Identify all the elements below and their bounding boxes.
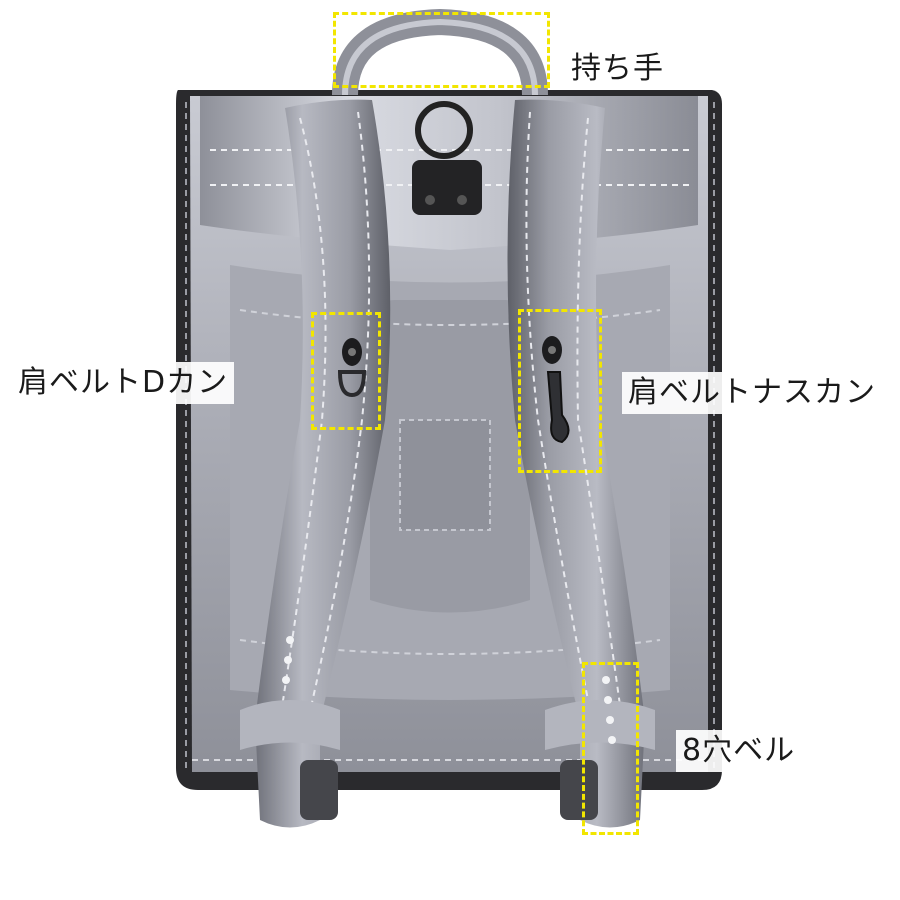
d-ring-hardware bbox=[337, 338, 367, 398]
label-shoulder-snap-hook: 肩ベルトナスカン bbox=[622, 372, 882, 414]
highlight-d-ring bbox=[311, 312, 381, 430]
top-ring-hook bbox=[412, 101, 482, 215]
highlight-handle bbox=[333, 12, 550, 88]
label-handle: 持ち手 bbox=[565, 48, 670, 90]
label-eight-hole-belt: 8穴ベル bbox=[676, 730, 802, 772]
right-shoulder-strap bbox=[507, 99, 655, 828]
highlight-snap-hook bbox=[518, 309, 602, 473]
snap-hook-hardware bbox=[542, 336, 570, 444]
left-shoulder-strap bbox=[240, 99, 391, 828]
highlight-eight-hole-belt bbox=[582, 662, 639, 835]
label-shoulder-d-ring: 肩ベルトDカン bbox=[12, 362, 235, 404]
bottom-buckles bbox=[300, 760, 598, 820]
